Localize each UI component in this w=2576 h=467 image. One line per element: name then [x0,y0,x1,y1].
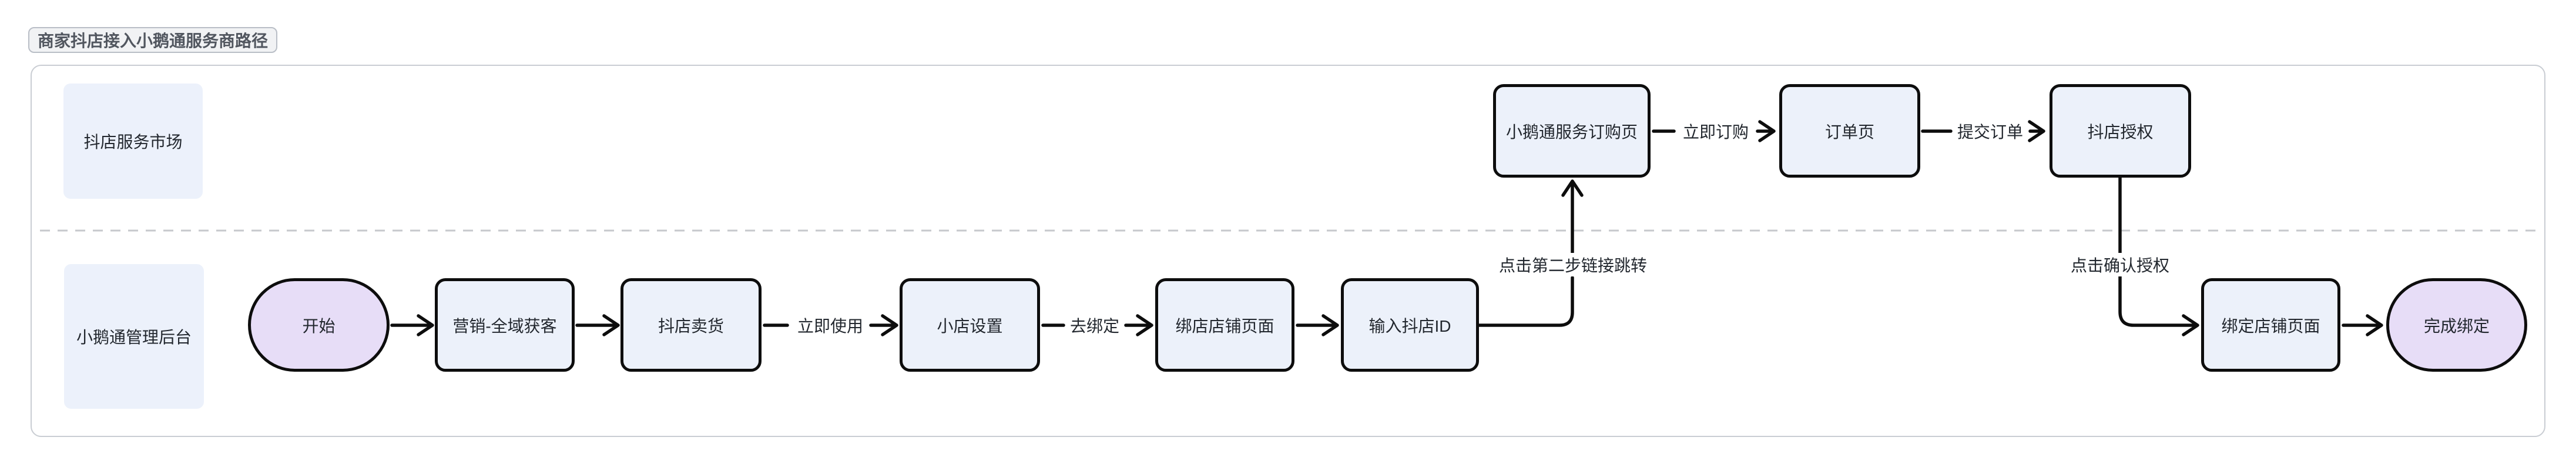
flow-node-bind-store-page: 绑定店铺页面 [2201,278,2340,372]
edge-label-submit-order: 提交订单 [1954,119,2026,143]
flow-node-marketing-global-acquisition: 营销-全域获客 [435,278,575,372]
flow-node-shop-setting: 小店设置 [900,278,1040,372]
diagram-title: 商家抖店接入小鹅通服务商路径 [38,32,269,50]
flow-node-douyin-store-selling: 抖店卖货 [620,278,762,372]
edge-label-go-bind: 去绑定 [1067,313,1122,337]
edge-label-click-step2-link-jump: 点击第二步链接跳转 [1496,253,1650,276]
edge-label-order-now: 立即订购 [1680,119,1752,143]
lane-label-douyin-service-market: 抖店服务市场 [63,84,203,199]
flow-node-start: 开始 [248,278,390,372]
flow-node-finish-binding: 完成绑定 [2386,278,2527,372]
edge-label-use-now: 立即使用 [794,313,866,337]
flow-node-xiaoe-service-order-page: 小鹅通服务订购页 [1493,84,1651,178]
edge-label-click-confirm-auth: 点击确认授权 [2068,253,2172,276]
lane-label-xiaoe-admin: 小鹅通管理后台 [64,264,204,409]
flow-node-bind-shop-page: 绑店店铺页面 [1155,278,1294,372]
flow-node-order-page: 订单页 [1779,84,1920,178]
flow-node-input-douyin-id: 输入抖店ID [1341,278,1479,372]
diagram-title-badge: 商家抖店接入小鹅通服务商路径 [28,27,278,53]
flow-node-douyin-store-auth: 抖店授权 [2050,84,2191,178]
